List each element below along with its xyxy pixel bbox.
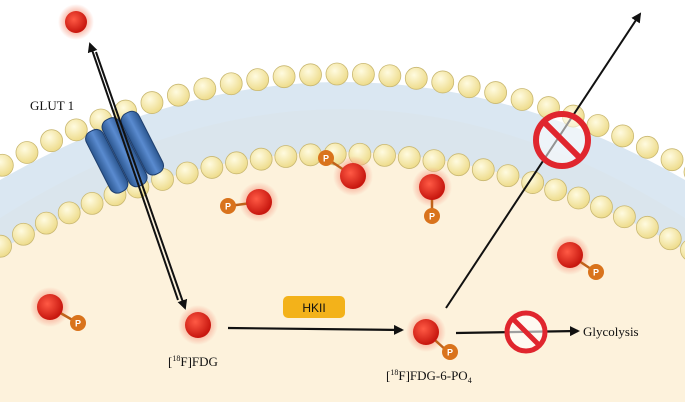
lipid-head xyxy=(64,118,88,142)
prohibition-icon xyxy=(533,111,591,169)
fdg-label: [18F]FDG xyxy=(168,354,218,369)
membrane-band xyxy=(0,82,685,250)
lipid-head xyxy=(635,215,659,239)
lipid-head xyxy=(590,195,613,219)
svg-text:P: P xyxy=(429,212,435,222)
lipid-head xyxy=(57,201,81,225)
lipid-head xyxy=(680,240,685,260)
lipid-head xyxy=(219,72,243,96)
hkii-enzyme: HKII xyxy=(283,296,345,318)
fdg6p-scatter-item: P xyxy=(30,287,86,331)
fdg6p-label: [18F]FDG-6-PO4 xyxy=(386,368,472,385)
lipid-head xyxy=(140,91,164,114)
lipid-head xyxy=(299,143,322,167)
lipid-head xyxy=(80,192,104,215)
svg-text:P: P xyxy=(225,202,231,212)
lipid-head xyxy=(471,158,495,182)
lipid-head xyxy=(325,62,349,86)
lipid-head xyxy=(496,164,520,188)
lipid-head xyxy=(484,81,508,104)
fdg6p-scatter-item: P xyxy=(220,182,279,222)
prohibition-icon xyxy=(504,310,548,354)
lipid-head xyxy=(404,66,428,90)
lipid-head xyxy=(12,222,35,246)
svg-text:P: P xyxy=(323,154,329,164)
fdg6p-scatter: P P P P xyxy=(30,150,604,331)
transport-arrows xyxy=(87,42,188,310)
extracellular-fdg xyxy=(58,4,94,40)
glut1-label: GLUT 1 xyxy=(30,98,74,113)
lipid-head xyxy=(274,145,298,168)
lipid-head xyxy=(40,129,64,153)
lipid-head xyxy=(34,211,58,235)
lipid-head xyxy=(378,64,402,88)
fdg6p-scatter-item: P xyxy=(412,167,452,224)
lipid-head xyxy=(457,75,481,99)
lipid-head xyxy=(246,68,270,92)
hkii-label: HKII xyxy=(302,301,325,315)
lipid-head xyxy=(175,161,199,185)
lipid-head xyxy=(613,205,636,229)
fdg6p-scatter-item: P xyxy=(318,150,373,196)
lipid-head xyxy=(0,234,12,258)
lipid-head xyxy=(272,65,296,89)
lipid-head xyxy=(635,135,659,159)
lipid-head xyxy=(510,88,534,111)
lipid-head xyxy=(200,156,224,179)
fdg-molecule xyxy=(178,305,218,345)
lipid-head xyxy=(431,70,455,94)
lipid-head xyxy=(15,141,39,164)
svg-text:P: P xyxy=(593,268,599,278)
glut1-channel-icon xyxy=(85,110,165,194)
phosphorylation-arrow xyxy=(227,324,404,335)
svg-text:P: P xyxy=(75,319,81,329)
efflux-arrow xyxy=(87,42,179,301)
lipid-head xyxy=(521,171,545,194)
glycolysis-label: Glycolysis xyxy=(583,324,639,339)
fdg6p-molecule: P xyxy=(406,312,458,360)
fdg6p-scatter-item: P xyxy=(550,235,604,280)
lipid-head xyxy=(611,124,635,148)
lipid-head xyxy=(193,77,217,101)
influx-arrow xyxy=(95,51,188,310)
lipid-head xyxy=(166,83,190,107)
lipid-head xyxy=(586,114,610,137)
lipid-head xyxy=(567,186,590,210)
lipid-head xyxy=(544,178,568,202)
phosphate-label: P xyxy=(447,348,453,358)
lipid-head xyxy=(373,144,396,167)
lipid-head xyxy=(0,153,14,177)
lipid-head xyxy=(397,146,421,169)
lipid-head xyxy=(225,151,248,175)
lipid-head xyxy=(299,63,322,87)
lipid-head xyxy=(658,227,682,251)
lipid-head xyxy=(249,147,273,171)
lipid-head xyxy=(447,153,471,177)
lipid-head xyxy=(660,148,684,172)
lipid-head xyxy=(352,62,375,86)
